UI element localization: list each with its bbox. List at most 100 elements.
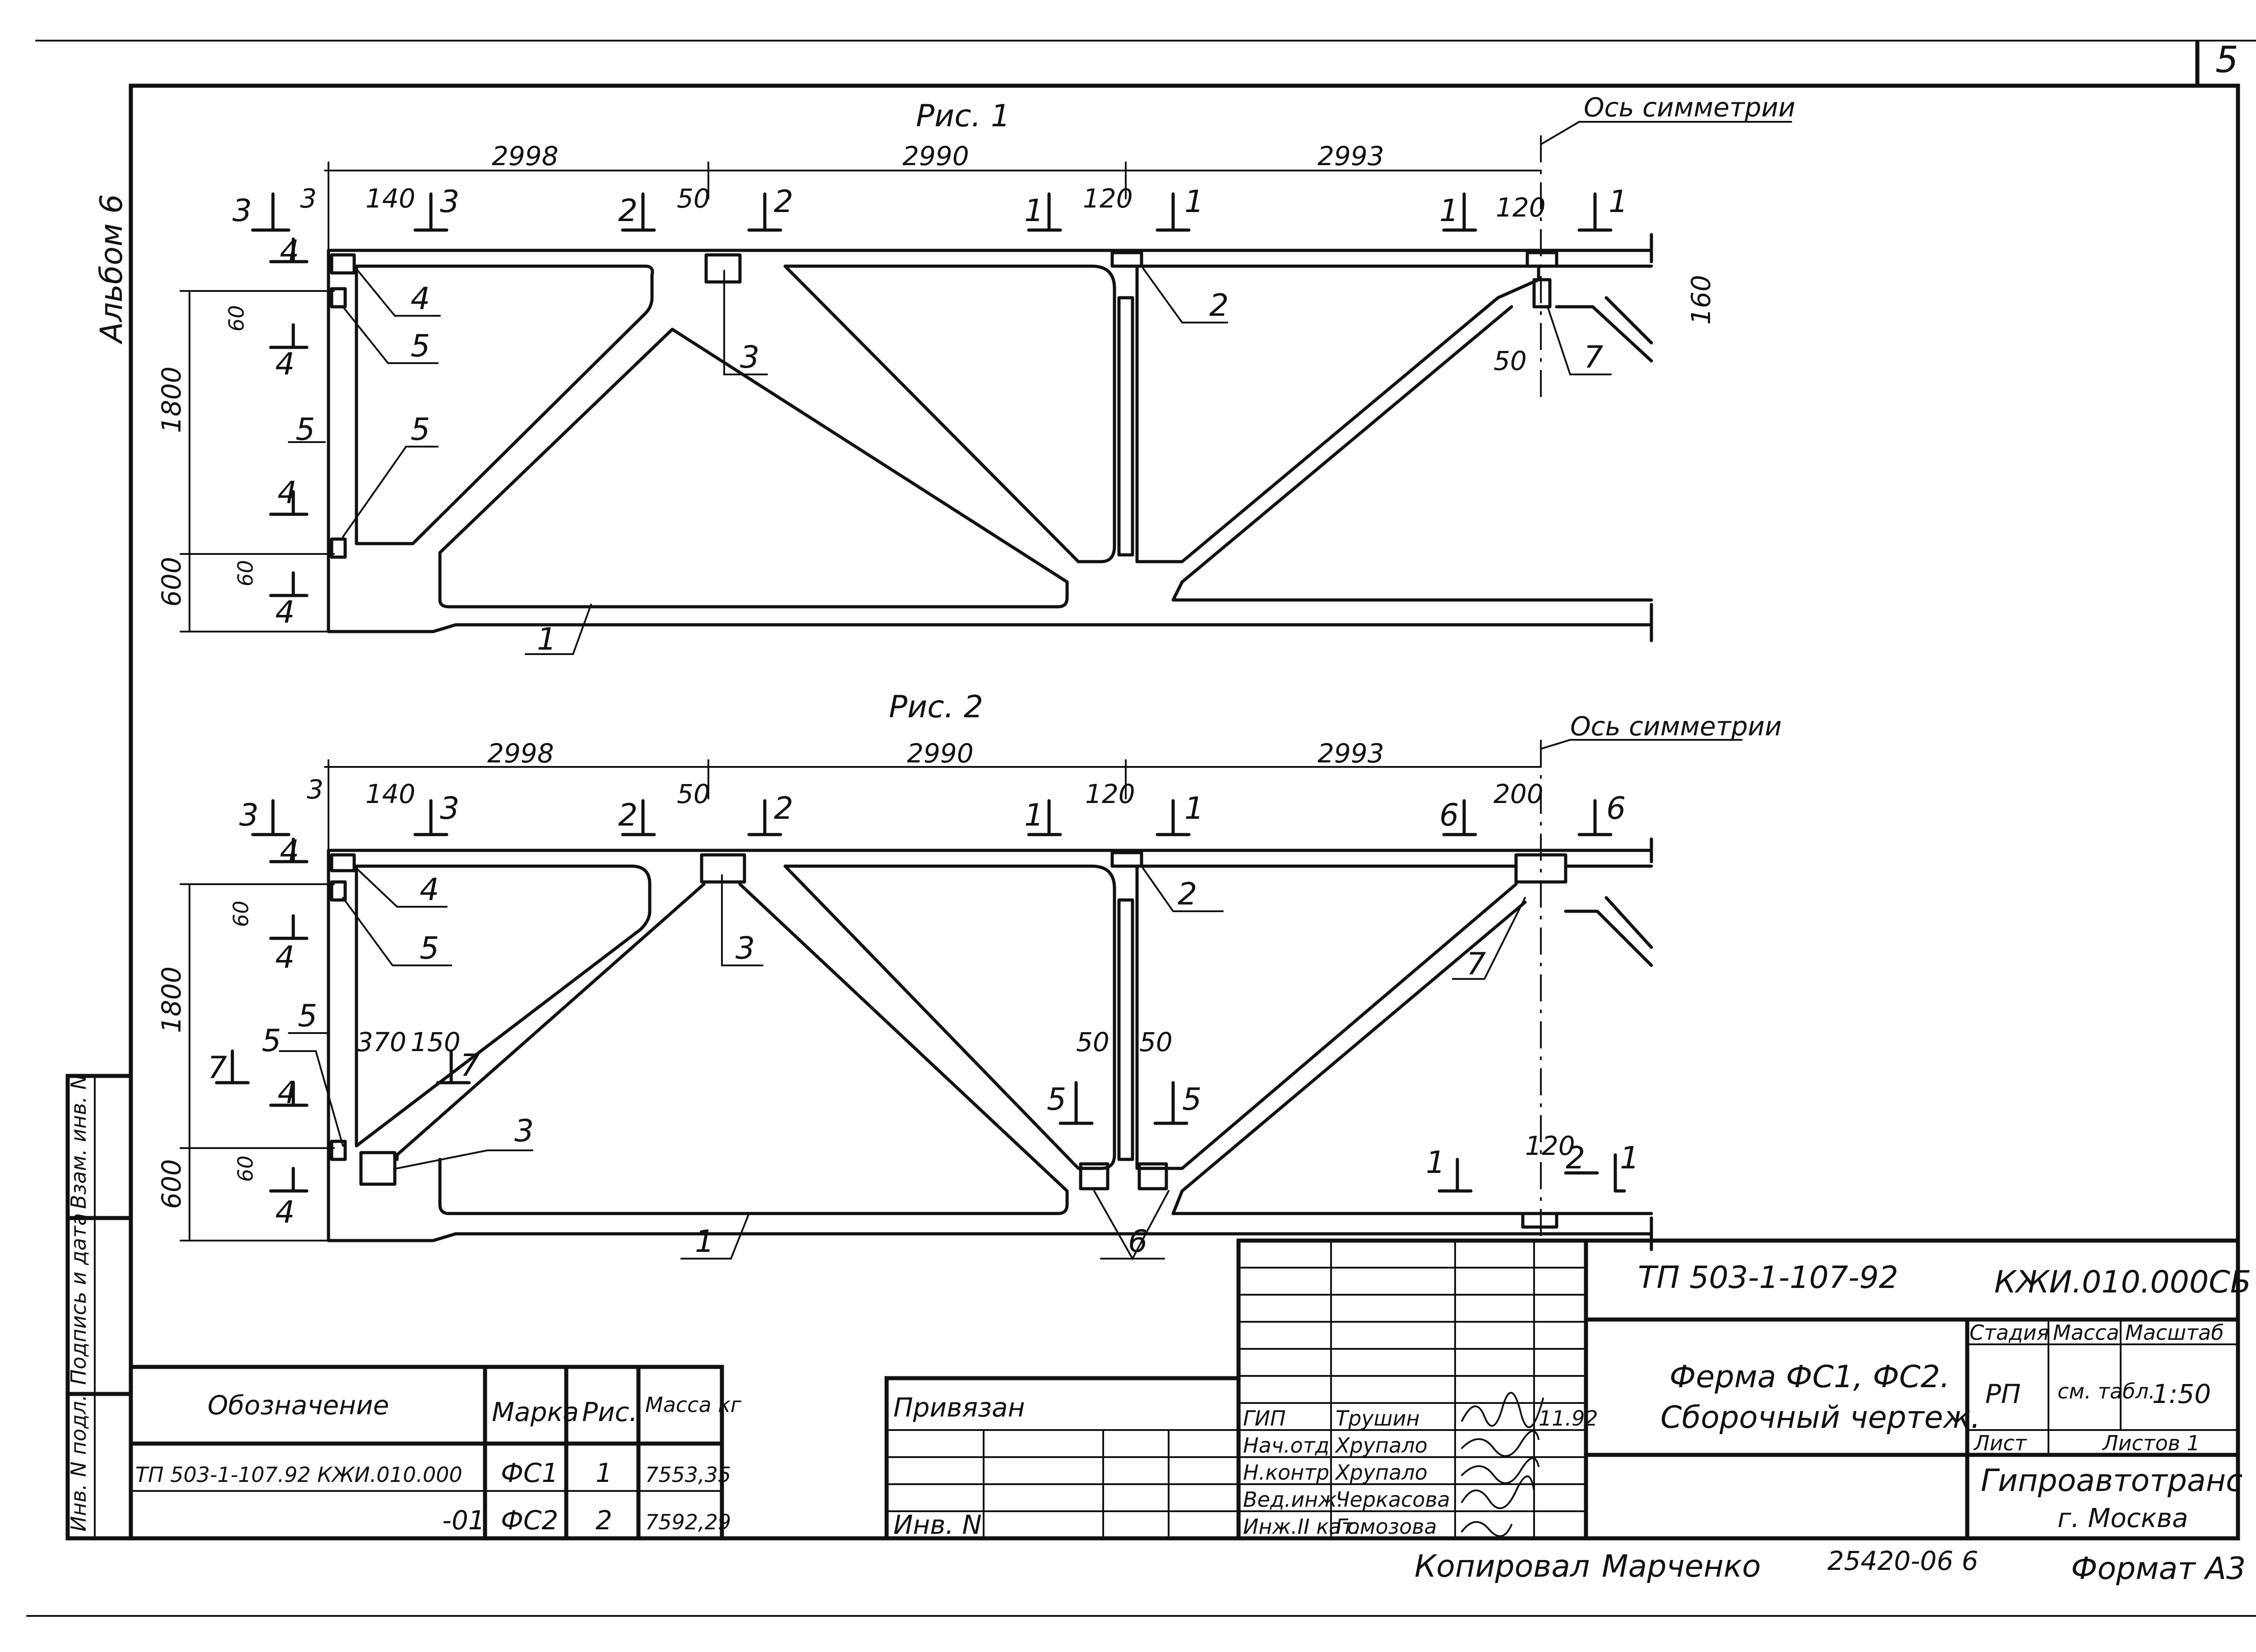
fig2-panel-left-upper xyxy=(355,864,652,1148)
svg-text:4: 4 xyxy=(275,595,295,630)
fig1-post xyxy=(1117,296,1134,557)
svg-text:7: 7 xyxy=(1466,946,1486,982)
fig2-dim-50: 50 xyxy=(677,779,710,809)
spec-row2-fig: 2 xyxy=(596,1505,612,1536)
fig2-plate-6b xyxy=(1137,1162,1168,1191)
svg-text:1: 1 xyxy=(537,622,556,657)
side-cell-replace: Взам. инв. N xyxy=(66,1074,91,1209)
spec-row2-mark: ФС2 xyxy=(501,1505,558,1536)
svg-text:2: 2 xyxy=(774,791,793,826)
album-label: Альбом 6 xyxy=(94,194,129,345)
mass-header: Масса xyxy=(2053,1320,2119,1345)
svg-text:1: 1 xyxy=(1024,193,1044,229)
svg-text:3: 3 xyxy=(740,340,759,375)
drawing-title-1: Ферма ФС1, ФС2. xyxy=(1669,1359,1950,1395)
svg-text:4: 4 xyxy=(420,872,439,908)
signer-name-1: Трушин xyxy=(1336,1406,1420,1431)
svg-text:5: 5 xyxy=(1182,1082,1202,1117)
fig2-dim-60b: 60 xyxy=(233,1155,258,1182)
spec-header-designation: Обозначение xyxy=(208,1390,389,1421)
fig1-truss-outline xyxy=(327,233,1653,642)
svg-text:3: 3 xyxy=(239,798,259,833)
drawing-title-2: Сборочный чертеж. xyxy=(1660,1400,1980,1435)
fig1-panel-right-lower xyxy=(1171,580,1653,602)
fig2-truss-outline xyxy=(327,837,1653,1251)
binding-title: Привязан xyxy=(893,1392,1025,1423)
fig2-axis-label: Ось симметрии xyxy=(1570,711,1782,742)
svg-text:2: 2 xyxy=(1566,1140,1585,1176)
order-number: 25420-06 6 xyxy=(1827,1546,1979,1576)
svg-text:1: 1 xyxy=(1184,791,1204,826)
fig1-dim-2990: 2990 xyxy=(902,141,969,171)
fig1-panel-left-lower xyxy=(438,328,1069,609)
fig2-plate-5b xyxy=(330,1140,347,1161)
svg-text:5: 5 xyxy=(420,931,439,966)
fig2-plate-2b xyxy=(1521,1212,1558,1229)
figure-1: Рис. 1 Ось симметрии 2998 2990 2993 140 … xyxy=(156,92,1795,657)
fig2-dim-200: 200 xyxy=(1493,779,1544,809)
svg-text:4: 4 xyxy=(275,940,295,975)
mass-value: см. табл. xyxy=(2057,1379,2155,1403)
fig1-brace-right xyxy=(1135,264,1540,584)
svg-text:7: 7 xyxy=(208,1050,227,1086)
fig2-plate-5a xyxy=(330,880,347,902)
signer-name-2: Хрупало xyxy=(1335,1433,1428,1458)
spec-row2-mass: 7592,29 xyxy=(645,1510,731,1534)
fig2-dim-2993: 2993 xyxy=(1318,738,1384,769)
fig2-dim-2998: 2998 xyxy=(487,738,554,769)
fig1-section-markers: 3 3 2 2 1 1 1 1 4 4 4 4 xyxy=(232,184,1628,630)
svg-text:4: 4 xyxy=(275,1195,295,1230)
svg-text:1: 1 xyxy=(1439,193,1459,229)
fig2-dim-3: 3 xyxy=(307,774,324,805)
fig2-plate-3 xyxy=(700,853,746,884)
fig2-dim-2990: 2990 xyxy=(907,738,974,769)
spec-row1-fig: 1 xyxy=(596,1458,612,1488)
fig1-dim-3: 3 xyxy=(300,183,317,214)
signature-scribble xyxy=(1461,1392,1544,1428)
svg-text:5: 5 xyxy=(411,328,430,364)
sheets-label: Листов 1 xyxy=(2102,1431,2200,1455)
svg-text:1: 1 xyxy=(1184,184,1204,220)
fig2-right-cut xyxy=(1564,864,1653,967)
signer-date-1: 11.92 xyxy=(1539,1406,1598,1431)
copied-by: Марченко xyxy=(1602,1549,1761,1584)
fig1-plate-3 xyxy=(704,253,742,284)
spec-row1-designation: ТП 503-1-107.92 КЖИ.010.000 xyxy=(135,1463,462,1487)
fig1-plate-4 xyxy=(330,253,356,275)
signer-role-4: Вед.инж. xyxy=(1243,1487,1343,1512)
binding-table: Привязан Инв. N xyxy=(884,1376,1241,1541)
svg-text:1: 1 xyxy=(1024,798,1044,833)
signer-name-4: Черкасова xyxy=(1336,1487,1450,1512)
fig1-panel-left-upper xyxy=(355,264,654,545)
svg-text:7: 7 xyxy=(460,1048,480,1084)
svg-text:7: 7 xyxy=(1584,340,1603,375)
svg-text:3: 3 xyxy=(232,193,252,229)
svg-text:1: 1 xyxy=(695,1224,714,1260)
fig2-dim-50a: 50 xyxy=(1076,1027,1110,1057)
svg-text:4: 4 xyxy=(280,834,299,869)
fig1-right-cut xyxy=(1555,264,1653,363)
svg-text:6: 6 xyxy=(1606,791,1626,826)
title-block: ТП 503-1-107-92 КЖИ.010.000СБ Ферма ФС1,… xyxy=(1236,1238,2251,1541)
svg-text:5: 5 xyxy=(298,998,317,1034)
signer-role-2: Нач.отд xyxy=(1243,1433,1329,1458)
svg-text:5: 5 xyxy=(411,412,430,448)
spec-header-fig: Рис. xyxy=(582,1397,638,1427)
fig2-section-markers: 3 3 2 2 1 1 6 6 7 7 5 5 1 2 1 4 4 4 4 xyxy=(208,791,1639,1230)
project-code: ТП 503-1-107-92 xyxy=(1638,1260,1898,1296)
svg-text:2: 2 xyxy=(774,184,793,220)
fig2-plate-7 xyxy=(1514,853,1567,884)
fig2-dim-140: 140 xyxy=(365,779,416,809)
fig1-dim-1800: 1800 xyxy=(156,366,187,433)
svg-text:4: 4 xyxy=(275,346,295,382)
doc-code: КЖИ.010.000СБ xyxy=(1994,1264,2251,1300)
svg-text:1: 1 xyxy=(1620,1140,1639,1176)
fig2-plate-4 xyxy=(330,853,356,872)
fig1-dim-50b: 50 xyxy=(1493,346,1527,376)
fig2-dim-50b: 50 xyxy=(1139,1027,1173,1057)
fig1-dim-60a: 60 xyxy=(224,305,249,332)
signer-name-5: Гомозова xyxy=(1336,1514,1437,1539)
side-cell-sign: Подпись и дата xyxy=(66,1213,91,1385)
svg-text:5: 5 xyxy=(262,1023,281,1059)
